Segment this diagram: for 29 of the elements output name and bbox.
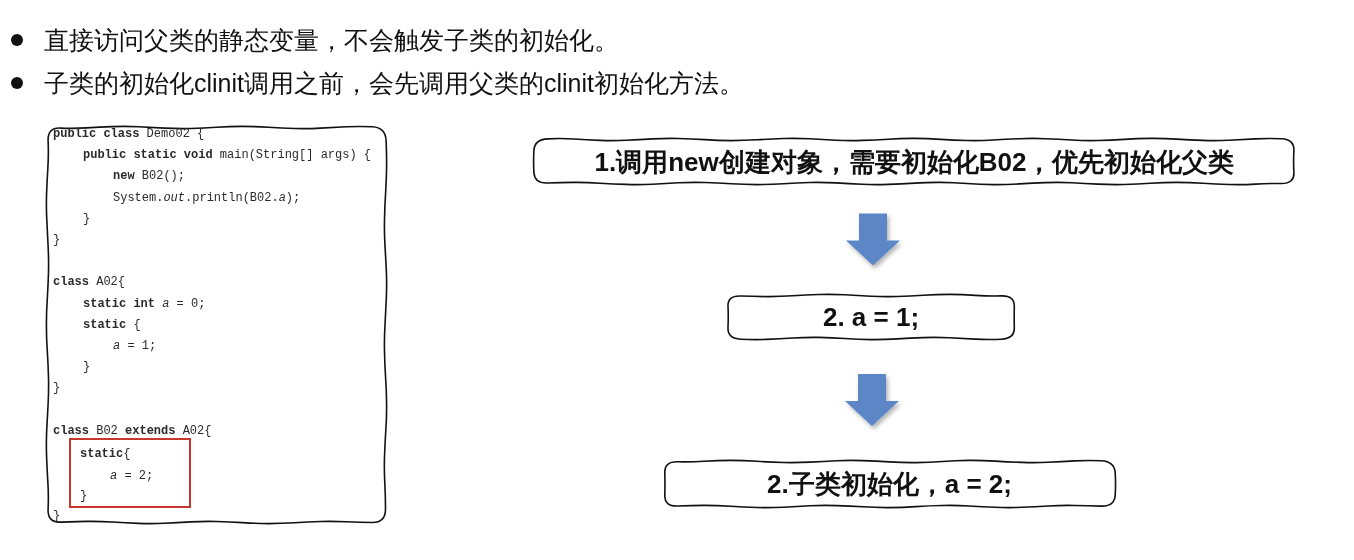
- code-line: class A02{: [53, 274, 126, 292]
- code-line: a = 2;: [110, 468, 154, 485]
- block-arrow: [845, 374, 899, 426]
- code-line: class B02 extends A02{: [53, 422, 212, 440]
- code-line: }: [83, 210, 91, 228]
- step-text: 1.调用new创建对象，需要初始化B02，优先初始化父类: [594, 145, 1235, 179]
- step-text: 2. a = 1;: [822, 301, 920, 334]
- code-line: }: [80, 488, 88, 505]
- process-box: [725, 293, 1017, 341]
- highlight-box: [69, 438, 191, 508]
- code-panel: [45, 125, 388, 525]
- bullet-text: 直接访问父类的静态变量，不会触发子类的初始化。: [44, 25, 619, 56]
- code-line: }: [53, 507, 61, 525]
- code-line: static{: [80, 446, 131, 463]
- code-line: }: [53, 380, 61, 398]
- code-line: public static void main(String[] args) {: [83, 147, 372, 165]
- code-line: }: [53, 232, 61, 249]
- step-text: 2.子类初始化，a = 2;: [767, 468, 1012, 501]
- process-box: [662, 459, 1117, 509]
- code-line: static int a = 0;: [83, 295, 206, 313]
- code-line: public class Demo02 {: [53, 126, 205, 143]
- block-arrow: [846, 213, 900, 266]
- bullet-text: 子类的初始化clinit调用之前，会先调用父类的clinit初始化方法。: [44, 68, 745, 99]
- code-line: }: [83, 359, 91, 377]
- code-line: a = 1;: [113, 338, 157, 355]
- code-line: new B02();: [113, 168, 186, 186]
- process-box: [532, 137, 1297, 186]
- code-line: System.out.println(B02.a);: [113, 189, 301, 207]
- code-line: static {: [83, 316, 141, 334]
